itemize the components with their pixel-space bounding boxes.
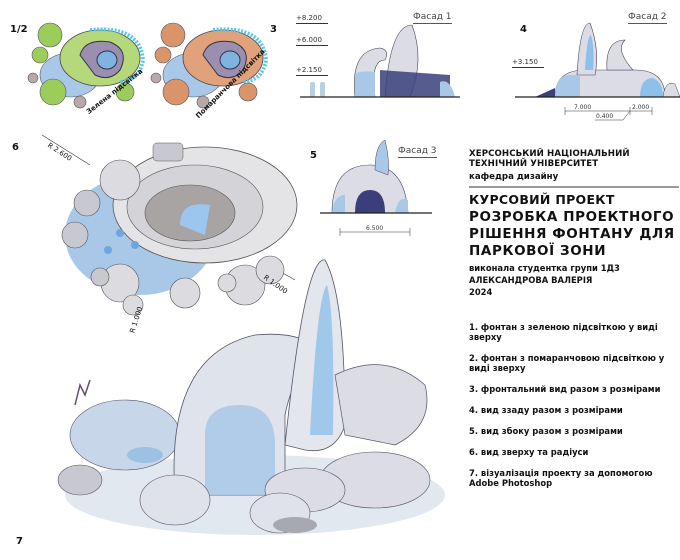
facade3-title: Фасад 3: [398, 146, 437, 158]
year: 2024: [469, 287, 493, 297]
facade3-drawing: [320, 139, 432, 236]
label-1-2: 1/2: [10, 24, 28, 35]
legend-item: 3. фронтальний вид разом з розмірами: [469, 384, 661, 394]
facade1-drawing: [300, 24, 460, 98]
label-6: 6: [12, 142, 19, 153]
facade1-level: +6.000: [296, 36, 328, 46]
top-view-plan-drawing: [41, 134, 298, 316]
legend-item: 4. вид ззаду разом з розмірами: [469, 405, 623, 415]
author-name: АЛЕКСАНДРОВА ВАЛЕРІЯ: [469, 275, 593, 285]
label-7: 7: [16, 536, 23, 547]
facade2-level: +3.150: [512, 58, 544, 68]
project-type: КУРСОВИЙ ПРОЕКТ: [469, 192, 615, 207]
divider: [469, 186, 679, 188]
legend-list: 1. фонтан з зеленою підсвіткою у виді зв…: [469, 322, 679, 499]
visualization-drawing: [57, 259, 445, 535]
author-line: виконала студентка групи 1Д3: [469, 263, 620, 273]
green-plan-drawing: [27, 22, 146, 109]
legend-item: 7. візуалізація проекту за допомогою Ado…: [469, 468, 653, 488]
facade1-level: +8.200: [296, 14, 328, 24]
topic-line: ПАРКОВОЇ ЗОНИ: [469, 243, 607, 259]
facade3-dim: 6.500: [366, 225, 384, 232]
label-3: 3: [270, 24, 277, 35]
facade1-level: +2.150: [296, 66, 328, 76]
facade2-drawing: [515, 22, 680, 121]
legend-item: 2. фонтан з помаранчовою підсвіткою у ви…: [469, 353, 665, 373]
legend-item: 5. вид збоку разом з розмірами: [469, 426, 623, 436]
legend-item: 1. фонтан з зеленою підсвіткою у виді зв…: [469, 322, 658, 342]
topic-line: РОЗРОБКА ПРОЕКТНОГО: [469, 209, 675, 225]
university-name: ХЕРСОНСЬКИЙ НАЦІОНАЛЬНИЙ ТЕХНІЧНИЙ УНІВЕ…: [469, 149, 630, 169]
facade2-dim: 0.400: [596, 113, 614, 120]
facade2-title: Фасад 2: [628, 12, 667, 24]
orange-plan-drawing: [150, 22, 269, 109]
project-topic: РОЗРОБКА ПРОЕКТНОГО РІШЕННЯ ФОНТАНУ ДЛЯ …: [469, 209, 679, 260]
department-name: кафедра дизайну: [469, 172, 559, 182]
facade2-dim: 2.000: [632, 104, 650, 111]
topic-line: РІШЕННЯ ФОНТАНУ ДЛЯ: [469, 226, 675, 242]
label-5: 5: [310, 150, 317, 161]
facade1-title: Фасад 1: [413, 12, 452, 24]
facade2-dim: 7.000: [574, 104, 592, 111]
label-4: 4: [520, 24, 527, 35]
legend-item: 6. вид зверху та радіуси: [469, 447, 589, 457]
